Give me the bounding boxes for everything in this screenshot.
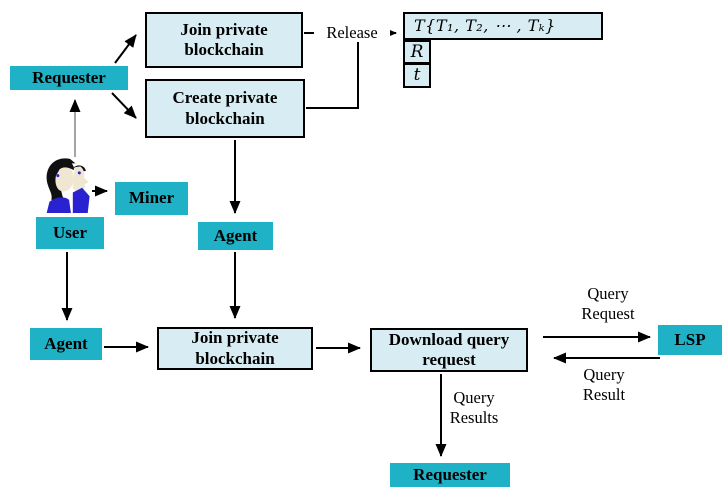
node-agent-lower: Agent — [30, 328, 102, 360]
process-join-private-blockchain-bottom: Join private blockchain — [157, 327, 313, 370]
label-query-request: Query Request — [581, 284, 635, 324]
label-query-result: Query Result — [582, 365, 626, 405]
node-requester-bottom: Requester — [390, 463, 510, 487]
node-agent-upper: Agent — [198, 222, 273, 250]
two-person-profile-icon — [46, 158, 90, 213]
node-miner: Miner — [115, 182, 188, 215]
node-lsp: LSP — [658, 325, 722, 355]
node-user: User — [36, 217, 104, 249]
process-create-private-blockchain: Create private blockchain — [145, 79, 305, 138]
process-join-private-blockchain-top: Join private blockchain — [145, 12, 303, 68]
arrow-requester-to-create — [111, 92, 137, 119]
arrow-requester-to-join-top — [114, 34, 137, 64]
label-release: Release — [314, 23, 390, 42]
user-person-icon — [42, 154, 98, 216]
label-query-results: Query Results — [449, 388, 499, 428]
cell-release-r: R — [403, 40, 431, 64]
cell-release-t: t — [403, 63, 431, 88]
cell-release-tuple: T{T₁, T₂, ⋯ , Tₖ} — [403, 12, 603, 40]
elbow-create-to-release — [306, 34, 359, 109]
node-requester-top: Requester — [10, 66, 128, 90]
process-download-query-request: Download query request — [370, 328, 528, 372]
